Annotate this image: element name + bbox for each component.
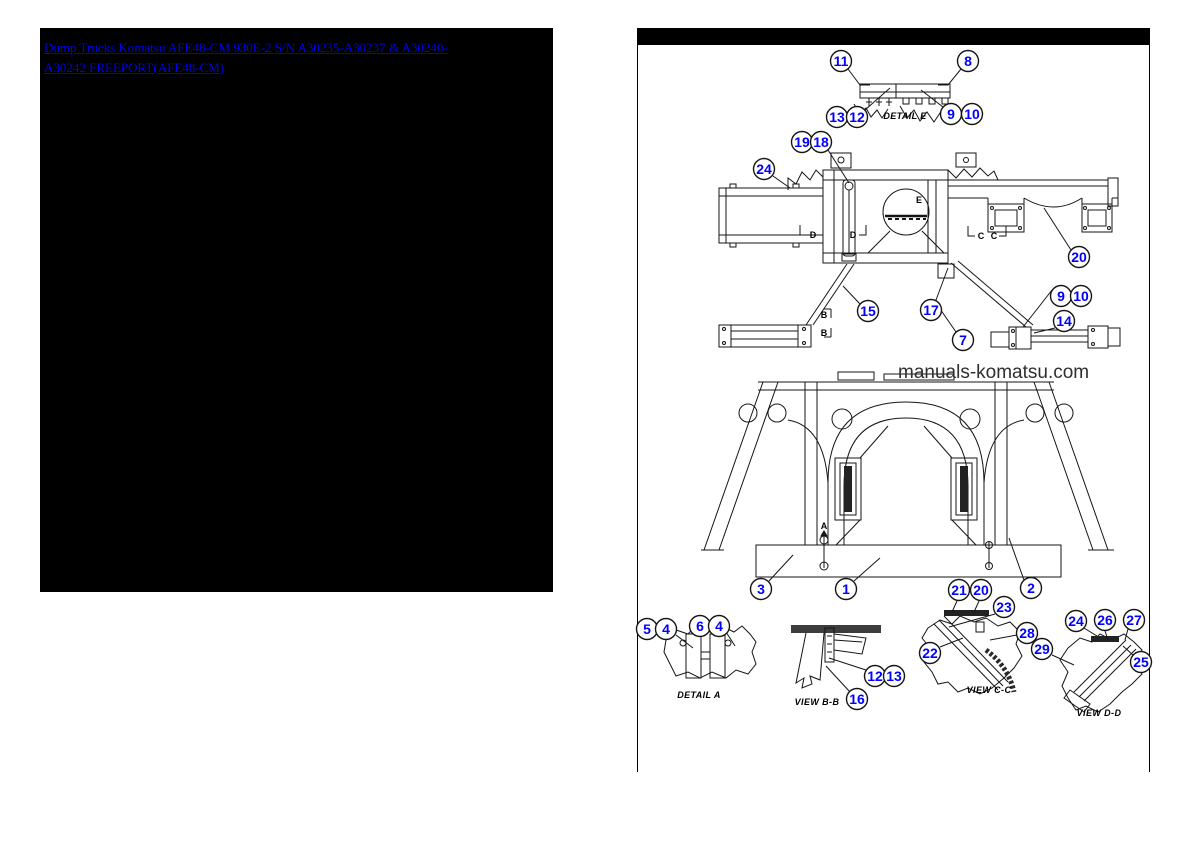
callout-4: 4 (654, 617, 678, 641)
callout-10b: 10 (1069, 284, 1093, 308)
watermark-text: manuals-komatsu.com (898, 362, 1089, 383)
callout-19: 19 (790, 130, 814, 154)
callout-24: 24 (752, 157, 776, 181)
section-mark-c1: C (978, 231, 985, 241)
parts-diagram-panel: manuals-komatsu.com DETAIL E DETAIL A VI… (635, 28, 1153, 772)
callout-29: 29 (1030, 637, 1054, 661)
svg-text:8: 8 (964, 53, 972, 69)
callout-13b: 13 (882, 664, 906, 688)
callouts: 11 8 13 12 9 10 19 18 24 20 15 17 7 9 10… (635, 49, 1153, 711)
svg-text:10: 10 (964, 106, 980, 122)
svg-text:9: 9 (1057, 288, 1065, 304)
svg-text:19: 19 (794, 134, 810, 150)
callout-2: 2 (1019, 576, 1043, 600)
callout-9b: 9 (1049, 284, 1073, 308)
callout-16: 16 (845, 687, 869, 711)
label-view-cc: VIEW C-C (967, 685, 1012, 695)
svg-text:25: 25 (1133, 654, 1149, 670)
callout-14: 14 (1052, 309, 1076, 333)
callout-12b: 12 (863, 664, 887, 688)
callout-6: 6 (688, 614, 712, 638)
callout-7: 7 (951, 328, 975, 352)
manual-title-link[interactable]: Dump Trucks Komatsu AFE48-CM 930E-2 S/N … (44, 40, 448, 75)
callout-25: 25 (1129, 650, 1153, 674)
callout-26: 26 (1093, 608, 1117, 632)
callout-1: 1 (834, 577, 858, 601)
callout-24b: 24 (1064, 609, 1088, 633)
callout-9: 9 (939, 102, 963, 126)
label-view-dd: VIEW D-D (1077, 708, 1122, 718)
svg-text:27: 27 (1126, 612, 1142, 628)
callout-15: 15 (856, 299, 880, 323)
svg-text:7: 7 (959, 332, 967, 348)
callout-22: 22 (918, 641, 942, 665)
callout-3: 3 (749, 577, 773, 601)
callout-23: 23 (992, 595, 1016, 619)
svg-text:12: 12 (849, 109, 865, 125)
callout-21: 21 (947, 578, 971, 602)
section-mark-a: A (821, 521, 828, 531)
svg-text:28: 28 (1019, 625, 1035, 641)
section-mark-c2: C (991, 231, 998, 241)
label-view-bb: VIEW B-B (795, 697, 840, 707)
svg-text:24: 24 (1068, 613, 1084, 629)
label-detail-e: DETAIL E (883, 111, 927, 121)
svg-text:13: 13 (829, 109, 845, 125)
svg-text:14: 14 (1056, 313, 1072, 329)
section-mark-e: E (916, 195, 922, 205)
svg-text:6: 6 (696, 618, 704, 634)
label-detail-a: DETAIL A (677, 690, 721, 700)
callout-11: 11 (829, 49, 853, 73)
callout-5: 5 (635, 617, 659, 641)
callout-18: 18 (809, 130, 833, 154)
svg-text:26: 26 (1097, 612, 1113, 628)
svg-text:21: 21 (951, 582, 967, 598)
svg-text:16: 16 (849, 691, 865, 707)
callout-28: 28 (1015, 621, 1039, 645)
svg-text:2: 2 (1027, 580, 1035, 596)
svg-text:4: 4 (715, 618, 723, 634)
callout-12: 12 (845, 105, 869, 129)
svg-text:3: 3 (757, 581, 765, 597)
diagram-header-bar (638, 28, 1149, 45)
callout-20: 20 (1067, 245, 1091, 269)
svg-text:24: 24 (756, 161, 772, 177)
left-black-panel: Dump Trucks Komatsu AFE48-CM 930E-2 S/N … (40, 28, 553, 592)
svg-text:23: 23 (996, 599, 1012, 615)
callout-27: 27 (1122, 608, 1146, 632)
truncated-text-marks (1078, 42, 1115, 45)
svg-text:29: 29 (1034, 641, 1050, 657)
svg-text:20: 20 (1071, 249, 1087, 265)
svg-text:11: 11 (834, 53, 849, 69)
section-mark-b1: B (821, 310, 828, 320)
callout-20b: 20 (969, 578, 993, 602)
svg-text:10: 10 (1073, 288, 1089, 304)
svg-text:4: 4 (662, 621, 670, 637)
svg-text:22: 22 (922, 645, 938, 661)
section-mark-b2: B (821, 328, 828, 338)
section-mark-d2: D (850, 230, 857, 240)
callout-8: 8 (956, 49, 980, 73)
callout-4b: 4 (707, 614, 731, 638)
svg-text:15: 15 (860, 303, 876, 319)
svg-text:13: 13 (886, 668, 902, 684)
svg-text:9: 9 (947, 106, 955, 122)
svg-text:17: 17 (923, 302, 939, 318)
svg-text:12: 12 (867, 668, 883, 684)
callout-10: 10 (960, 102, 984, 126)
svg-text:5: 5 (643, 621, 651, 637)
svg-text:20: 20 (973, 582, 989, 598)
svg-text:18: 18 (813, 134, 829, 150)
callout-17: 17 (919, 298, 943, 322)
parts-diagram: manuals-komatsu.com DETAIL E DETAIL A VI… (635, 42, 1153, 718)
callout-13: 13 (825, 105, 849, 129)
svg-text:1: 1 (842, 581, 850, 597)
section-mark-d1: D (810, 230, 817, 240)
